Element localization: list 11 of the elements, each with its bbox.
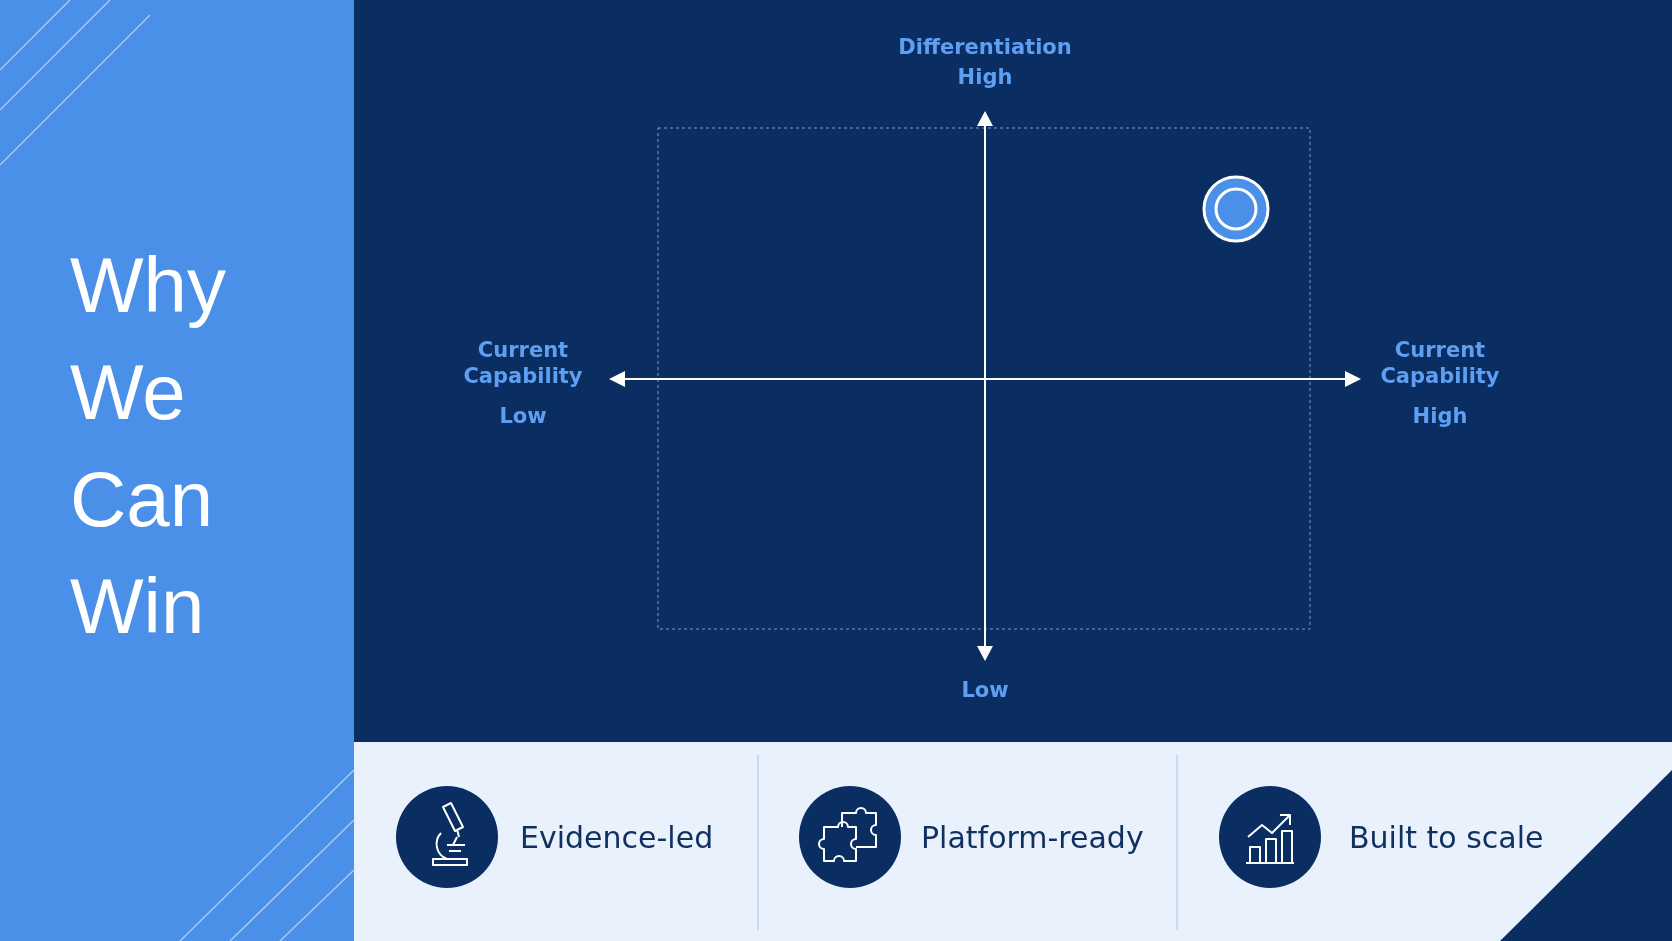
feature-label: Built to scale xyxy=(1349,820,1544,856)
feature-label: Evidence-led xyxy=(520,820,714,856)
axis-end-label: Low xyxy=(960,677,1010,703)
axis-end-label: Low xyxy=(498,403,548,429)
axis-title: Current Capability xyxy=(1379,337,1501,389)
slide-title: Why We Can Win xyxy=(70,240,227,652)
feature-label: Platform-ready xyxy=(921,820,1144,856)
axis-title: Current Capability xyxy=(462,337,584,389)
axis-end-label: High xyxy=(956,64,1014,90)
axis-end-label: High xyxy=(1411,403,1469,429)
axis-title: Differentiation xyxy=(897,34,1073,60)
